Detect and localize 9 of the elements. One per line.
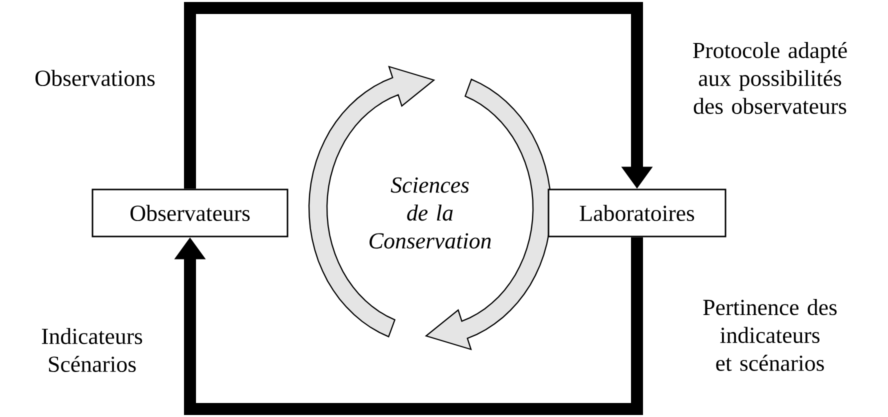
process-box: Laboratoires	[548, 188, 726, 238]
note-text: Protocole adapté aux possibilités des observateurs	[693, 42, 847, 114]
note-text: Indicateurs Scénarios	[42, 328, 142, 372]
note-text: Pertinence des indicateurs et scénarios	[703, 299, 837, 371]
arrow	[174, 237, 643, 415]
arrow	[184, 2, 653, 189]
center-text: Sciences de la Conservation	[370, 177, 491, 249]
note-text: Observations	[35, 70, 155, 86]
process-box: Observateurs	[92, 188, 288, 238]
